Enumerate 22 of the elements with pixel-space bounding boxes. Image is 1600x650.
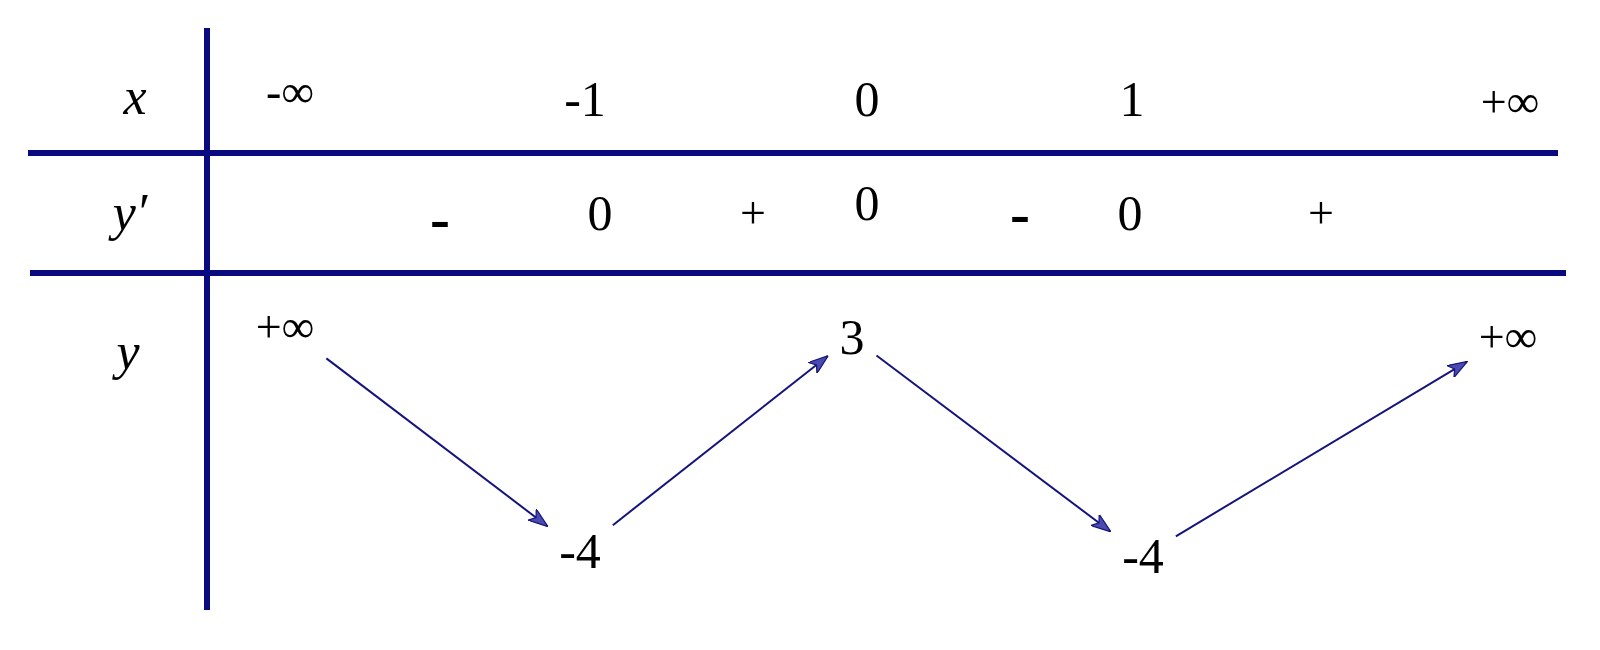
- variable-label: x: [123, 71, 147, 123]
- arrow: [325, 357, 549, 528]
- value-text: 3: [839, 312, 865, 362]
- sign-label: -: [1010, 183, 1030, 243]
- sign-label: 0: [1117, 188, 1143, 238]
- value-text: +∞: [255, 304, 315, 350]
- arrow: [611, 355, 829, 527]
- arrow: [1174, 360, 1469, 538]
- sign-label: 0: [587, 188, 613, 238]
- sign-label: +: [1308, 190, 1334, 236]
- value-text: -4: [559, 526, 601, 576]
- arrow: [875, 354, 1112, 533]
- sign-label: -: [430, 188, 450, 248]
- value-text: -4: [1122, 531, 1164, 581]
- sign-label: +: [740, 190, 766, 236]
- value-label: -1: [564, 74, 606, 124]
- value-label: 0: [854, 74, 880, 124]
- value-label: -∞: [265, 69, 315, 115]
- sign-label: 0: [854, 178, 880, 228]
- value-label: +∞: [1480, 79, 1540, 125]
- value-label: 1: [1119, 74, 1145, 124]
- value-text: +∞: [1478, 314, 1538, 360]
